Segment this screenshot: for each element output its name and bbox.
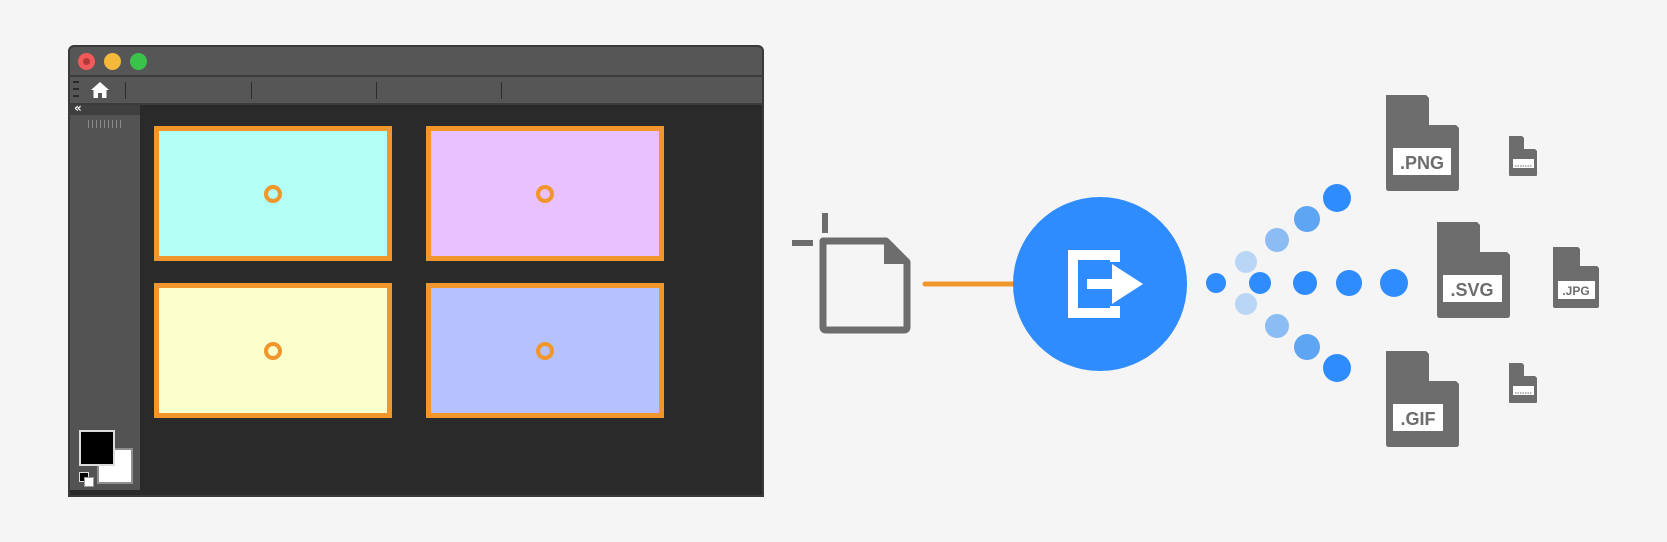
tools-panel: « <box>70 101 140 490</box>
small-file-icon <box>1509 363 1537 403</box>
home-icon[interactable] <box>90 81 110 99</box>
png-file-icon: .PNG <box>1386 95 1459 191</box>
svg-file-icon: .SVG <box>1437 222 1510 318</box>
fan-dot <box>1235 251 1257 273</box>
png-file-label: .PNG <box>1400 153 1444 173</box>
artboard-top-left[interactable] <box>154 126 392 261</box>
fan-dot <box>1265 228 1289 252</box>
svg-file-label: .SVG <box>1450 280 1493 300</box>
artboard-bottom-right[interactable] <box>426 283 664 418</box>
fan-dot <box>1294 206 1320 232</box>
fan-dot <box>1249 272 1271 294</box>
export-arrow-icon <box>1068 250 1143 318</box>
default-colors-icon[interactable] <box>79 472 94 487</box>
fan-dot <box>1294 334 1320 360</box>
foreground-color-swatch[interactable] <box>79 430 115 466</box>
minimize-button[interactable] <box>104 53 121 70</box>
artboard-center-icon <box>264 341 282 360</box>
artboard-top-right[interactable] <box>426 126 664 261</box>
small-file-icon <box>1509 136 1537 176</box>
fan-dot <box>1323 354 1351 382</box>
export-dot-fan <box>1206 184 1408 382</box>
artboard-document-icon <box>792 213 911 334</box>
artboard-bottom-left[interactable] <box>154 283 392 418</box>
fan-dot <box>1206 273 1226 293</box>
close-button[interactable] <box>78 53 95 70</box>
toolbar-separator <box>251 82 252 99</box>
title-bar <box>70 47 762 77</box>
maximize-button[interactable] <box>130 53 147 70</box>
jpg-file-icon: .JPG <box>1553 247 1599 308</box>
jpg-file-label: .JPG <box>1562 284 1589 298</box>
artboard-center-icon <box>536 341 554 360</box>
gif-file-icon: .GIF <box>1386 351 1459 447</box>
fan-dot <box>1380 269 1408 297</box>
toolbar-separator <box>376 82 377 99</box>
app-window: « <box>68 45 764 497</box>
gif-file-label: .GIF <box>1401 409 1436 429</box>
toolbar <box>70 77 762 105</box>
double-chevron-left-icon[interactable]: « <box>74 101 82 115</box>
toolbar-grip-icon[interactable] <box>73 81 79 99</box>
panel-grip-icon[interactable] <box>88 120 122 128</box>
panel-collapse-bar[interactable]: « <box>70 101 140 115</box>
fan-dot <box>1336 270 1362 296</box>
fan-dot <box>1323 184 1351 212</box>
fan-dot <box>1293 271 1317 295</box>
fan-dot <box>1235 293 1257 315</box>
toolbar-separator <box>501 82 502 99</box>
artboard-center-icon <box>536 184 554 203</box>
export-button[interactable] <box>1013 197 1187 371</box>
artboard-center-icon <box>264 184 282 203</box>
fan-dot <box>1265 314 1289 338</box>
toolbar-separator <box>125 82 126 99</box>
